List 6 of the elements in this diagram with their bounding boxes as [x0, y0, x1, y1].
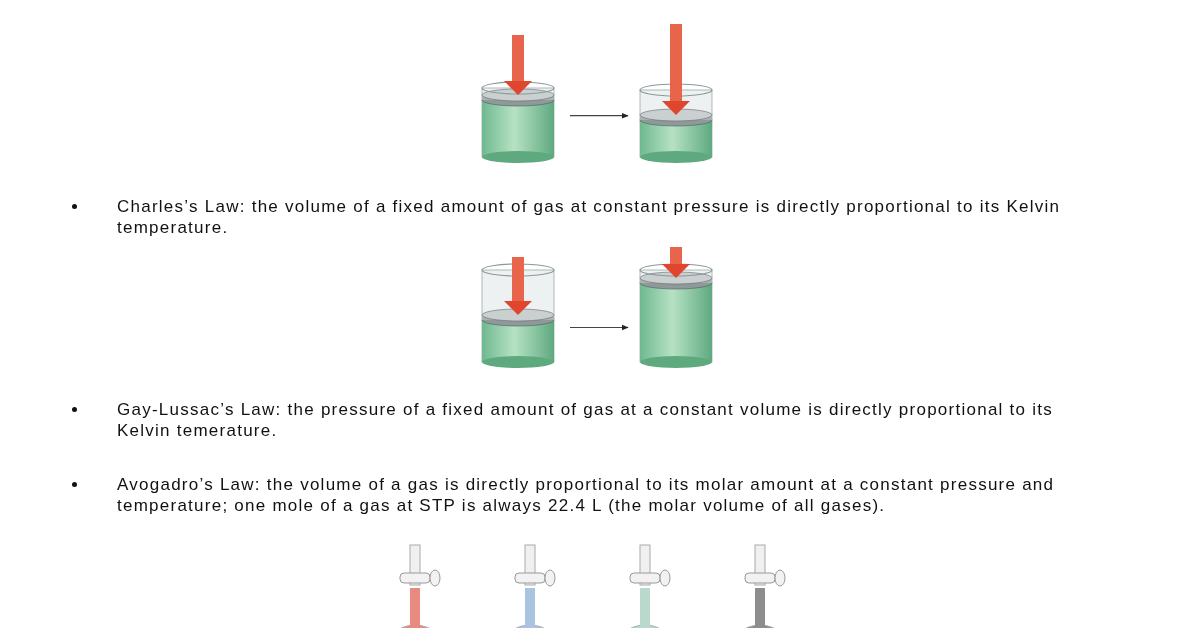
- law-description: Gay-Lussac’s Law: the pressure of a fixed amount of gas at a constant volume is directly proportional to its Kelvin temerature.: [117, 399, 1054, 441]
- cylinder-drawing: [636, 245, 716, 370]
- arrow: [569, 112, 629, 119]
- arrow: [569, 324, 629, 331]
- law-description: Avogadro’s Law: the volume of a gas is directly proportional to its molar amount at a constant pressure and temperature; one mole of a gas at STP is always 22.4 L (the molar volume of all gases).: [117, 474, 1056, 516]
- law-description: Charles’s Law: the volume of a fixed amount of gas at constant pressure is directly proportional to its Kelvin temperature.: [117, 196, 1062, 238]
